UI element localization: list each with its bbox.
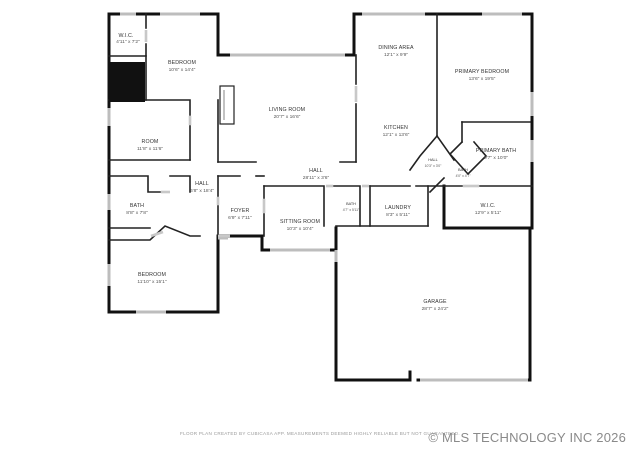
room-name: ROOM [142,139,159,145]
hall-left-name: HALL [195,181,209,187]
dining-area-dims: 12'1" x 9'9" [384,52,408,58]
hall-left-dims: 6'8" x 18'4" [190,188,214,194]
bath-center-dims: 4'7" x 5'11" [343,208,360,212]
foyer-name: FOYER [231,208,250,214]
bedroom-bottom-name: BEDROOM [138,272,166,278]
bedroom-top-dims: 10'6" x 14'4" [169,67,196,73]
primary-bedroom-dims: 13'6" x 19'5" [469,76,496,82]
garage-dims: 28'7" x 24'2" [422,306,449,312]
garage-name: GARAGE [423,299,447,305]
bedroom-top-name: BEDROOM [168,60,196,66]
room-dims: 11'8" x 11'6" [137,146,163,152]
laundry-name: LAUNDRY [385,205,411,211]
primary-bath-dims: 9'7" x 10'0" [484,155,508,161]
windows [107,12,534,382]
wic-right-name: W.I.C. [480,203,495,209]
hall-center-dims: 28'11" x 3'6" [303,175,330,181]
doors [144,30,479,238]
sitting-room-name: SITTING ROOM [280,219,320,225]
primary-bath-name: PRIMARY BATH [476,148,516,154]
bath-center-name: BATH [346,202,356,206]
dining-area-name: DINING AREA [378,45,414,51]
wic-left-name: W.I.C. [118,33,133,39]
laundry-dims: 8'3" x 5'11" [386,212,410,218]
plan-disclaimer: FLOOR PLAN CREATED BY CUBICASA APP. MEAS… [180,431,460,436]
interior-walls [108,13,533,241]
hall-center-name: HALL [309,168,323,174]
wic-left-dims: 4'11" x 7'2" [116,39,140,45]
bath-small-dims: 4'0" x 4'7" [456,174,472,178]
bedroom-bottom-dims: 11'10" x 15'1" [137,279,166,285]
bath-small-name: BATH [458,168,468,172]
hall-small-dims: 10'3" x 3'0" [425,164,443,168]
bath-left-dims: 8'8" x 7'8" [126,210,148,216]
copyright-watermark: © MLS TECHNOLOGY INC 2026 [428,430,626,445]
wic-right-dims: 12'9" x 5'11" [475,210,502,216]
living-room-name: LIVING ROOM [269,107,305,113]
foyer-dims: 6'9" x 7'11" [228,215,252,221]
bath-left-name: BATH [130,203,144,209]
closet-fill [109,62,145,102]
kitchen-dims: 12'1" x 13'6" [383,132,410,138]
primary-bedroom-name: PRIMARY BEDROOM [455,69,509,75]
hall-small-name: HALL [428,158,438,162]
sitting-room-dims: 10'3" x 10'4" [287,226,314,232]
room-labels: W.I.C. 4'11" x 7'2" BEDROOM 10'6" x 14'4… [116,33,516,312]
living-room-dims: 20'7" x 16'6" [274,114,301,120]
kitchen-name: KITCHEN [384,125,408,131]
